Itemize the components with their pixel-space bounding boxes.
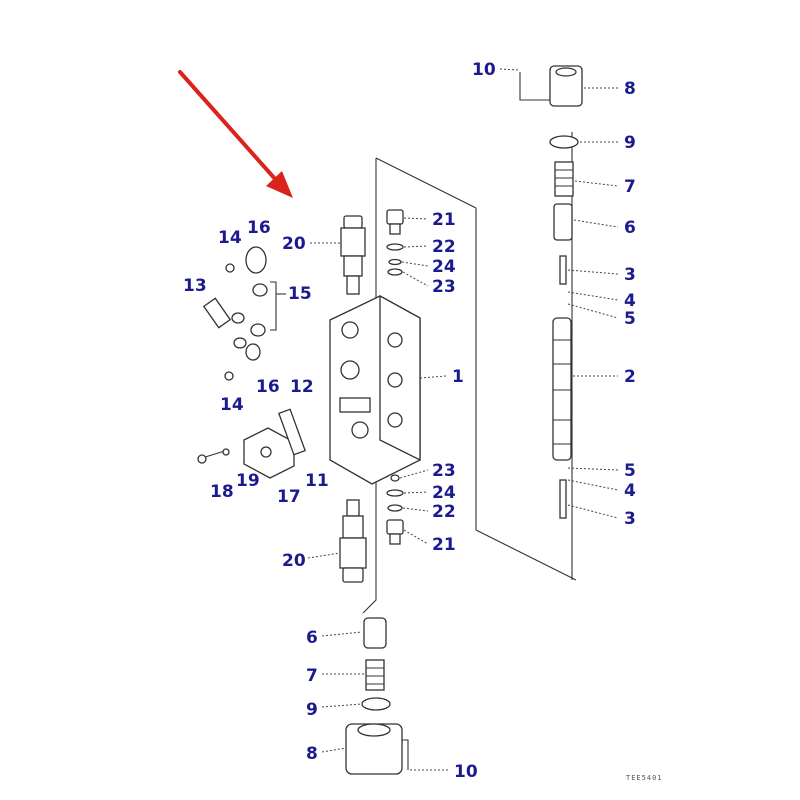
callout-1: 1 — [452, 367, 464, 387]
callout-23-top: 23 — [432, 277, 456, 297]
callout-7-bottom: 7 — [306, 666, 318, 686]
callout-23-bottom: 23 — [432, 461, 456, 481]
spool-part — [552, 317, 572, 519]
red-pointer-arrow — [178, 70, 293, 198]
callout-3-top: 3 — [624, 265, 636, 285]
callout-13: 13 — [183, 276, 207, 296]
callout-20-top: 20 — [282, 234, 306, 254]
callout-9-top: 9 — [624, 133, 636, 153]
callout-6-top: 6 — [624, 218, 636, 238]
callout-7-top: 7 — [624, 177, 636, 197]
cover-block-part — [197, 408, 306, 479]
callout-21-top: 21 — [432, 210, 456, 230]
callout-19: 19 — [236, 471, 260, 491]
relief-valve-bottom-part — [339, 499, 367, 583]
callout-8-bottom: 8 — [306, 744, 318, 764]
reference-code: TEE5401 — [626, 774, 663, 782]
plug-bottom-part — [386, 474, 404, 545]
spool-cap-top-part — [519, 65, 583, 285]
plug-top-part — [386, 209, 404, 276]
callout-14-bottom: 14 — [220, 395, 244, 415]
callout-5-top: 5 — [624, 309, 636, 329]
spool-cap-bottom-part — [345, 617, 409, 775]
callout-16-bottom: 16 — [256, 377, 280, 397]
leader-lines — [270, 68, 619, 771]
callout-labels: 10 8 9 7 6 3 4 5 2 5 4 3 1 21 22 24 23 2… — [183, 60, 636, 782]
callout-9-bottom: 9 — [306, 700, 318, 720]
callout-14-top: 14 — [218, 228, 242, 248]
seal-kit-part — [202, 246, 268, 381]
callout-6-bottom: 6 — [306, 628, 318, 648]
callout-24-top: 24 — [432, 257, 456, 277]
callout-22-bottom: 22 — [432, 502, 456, 522]
callout-21-bottom: 21 — [432, 535, 456, 555]
callout-8-top: 8 — [624, 79, 636, 99]
callout-2: 2 — [624, 367, 636, 387]
callout-4-top: 4 — [624, 291, 636, 311]
callout-18: 18 — [210, 482, 234, 502]
callout-15: 15 — [288, 284, 312, 304]
callout-10-bottom: 10 — [454, 762, 478, 782]
callout-4-bottom: 4 — [624, 481, 636, 501]
callout-17: 17 — [277, 487, 301, 507]
callout-3-bottom: 3 — [624, 509, 636, 529]
callout-5-bottom: 5 — [624, 461, 636, 481]
callout-16-top: 16 — [247, 218, 271, 238]
callout-24-bottom: 24 — [432, 483, 456, 503]
callout-12: 12 — [290, 377, 314, 397]
callout-11: 11 — [305, 471, 329, 491]
callout-20-bottom: 20 — [282, 551, 306, 571]
callout-10-top: 10 — [472, 60, 496, 80]
valve-body-part — [329, 294, 421, 485]
relief-valve-top-part — [340, 215, 366, 295]
callout-22-top: 22 — [432, 237, 456, 257]
